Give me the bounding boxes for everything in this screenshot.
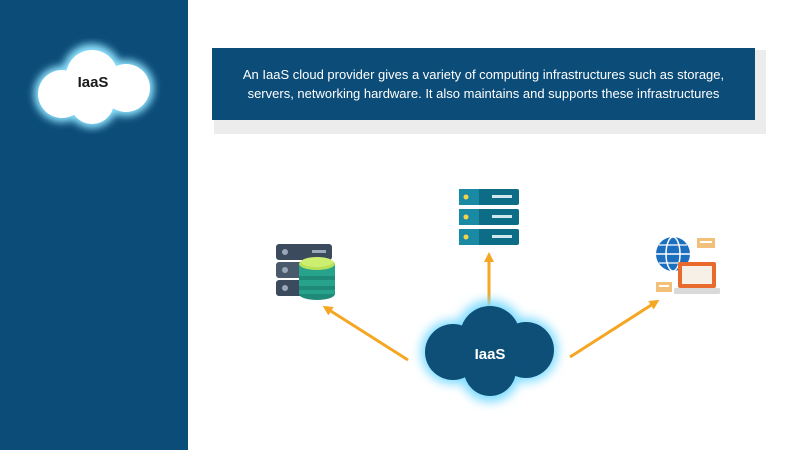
center-cloud-icon — [421, 300, 558, 402]
cloud-icon — [34, 44, 154, 128]
sidebar: IaaS — [0, 0, 188, 450]
networking-computer-icon — [656, 236, 720, 294]
arrow-to-network — [569, 299, 660, 359]
sidebar-title: IaaS — [77, 74, 109, 91]
database-server-icon — [276, 244, 335, 300]
center-cloud-label: IaaS — [474, 346, 506, 363]
banner-line-2: servers, networking hardware. It also ma… — [247, 86, 720, 101]
server-rack-icon — [459, 189, 519, 245]
banner-line-1: An IaaS cloud provider gives a variety o… — [242, 67, 725, 82]
description-banner: An IaaS cloud provider gives a variety o… — [212, 48, 755, 120]
sidebar-cloud: IaaS — [22, 38, 164, 134]
arrow-to-storage — [322, 305, 409, 362]
banner-text: An IaaS cloud provider gives a variety o… — [221, 65, 746, 103]
